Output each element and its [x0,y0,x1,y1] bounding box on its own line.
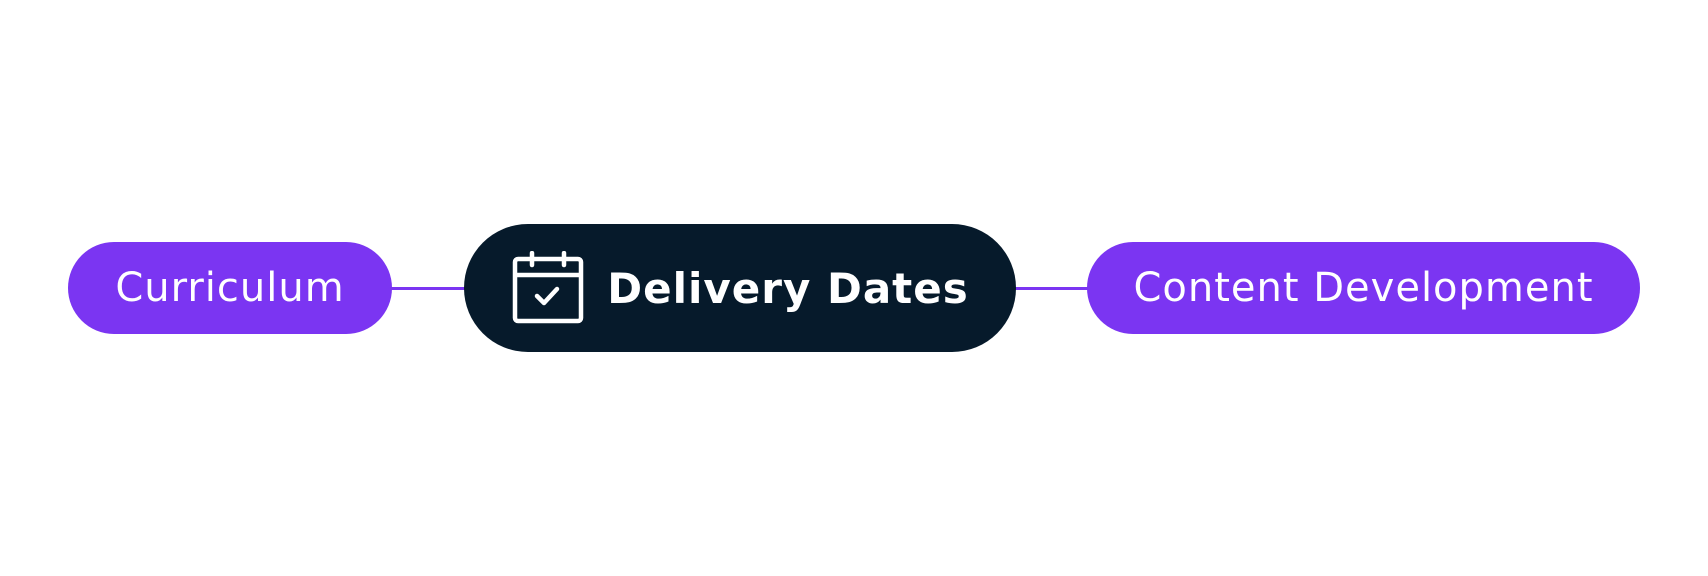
branch-label: Curriculum [115,265,345,311]
calendar-check-icon [511,251,585,325]
branch-node-content-development[interactable]: Content Development [1087,242,1640,334]
connector-left [390,287,467,290]
connector-right [1014,287,1090,290]
branch-label: Content Development [1133,265,1594,311]
branch-node-curriculum[interactable]: Curriculum [68,242,392,334]
central-topic-node[interactable]: Delivery Dates [464,224,1016,352]
central-topic-label: Delivery Dates [607,263,969,313]
